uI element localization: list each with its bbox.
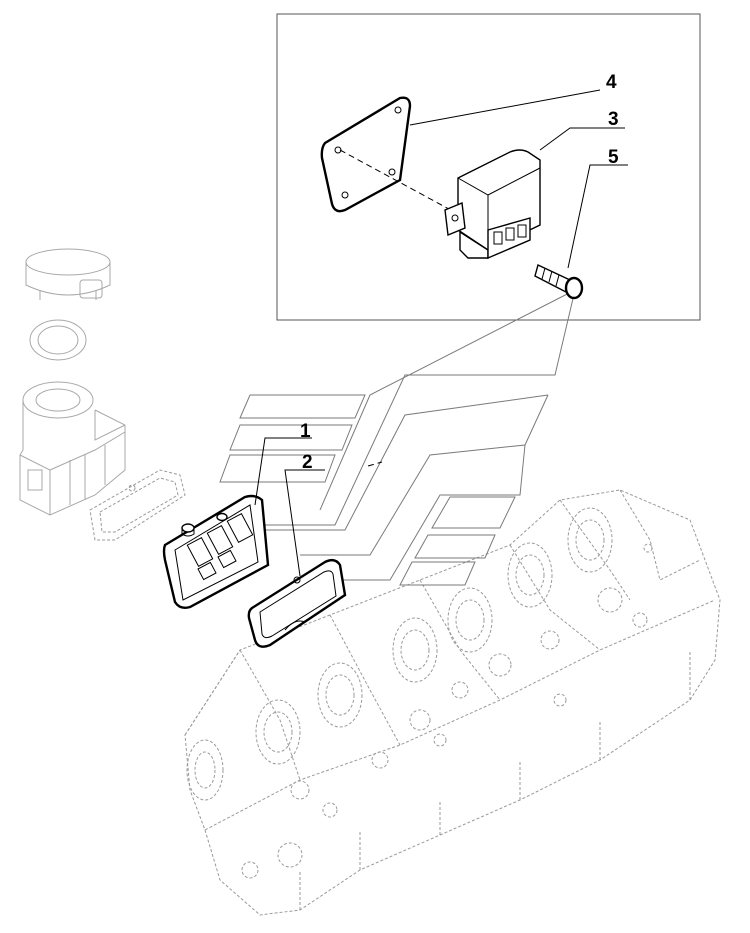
intake-elbow-ghost: [19, 248, 186, 541]
leader-lines: [254, 89, 628, 577]
assembly-guide-lines: [219, 289, 576, 586]
callout-3: 3: [608, 109, 619, 130]
callout-5: 5: [608, 147, 619, 168]
part-3-relay: [444, 149, 541, 260]
callout-1: 1: [300, 421, 311, 442]
part-1-heater-housing: [162, 494, 270, 610]
detail-inset-frame: [276, 13, 701, 321]
part-2-gasket: [247, 558, 347, 648]
callout-2: 2: [302, 452, 313, 473]
part-4-mounting-plate: [320, 96, 461, 216]
cylinder-head-ghost: [184, 489, 721, 916]
callout-4: 4: [606, 72, 617, 93]
part-5-bolt: [534, 264, 584, 300]
